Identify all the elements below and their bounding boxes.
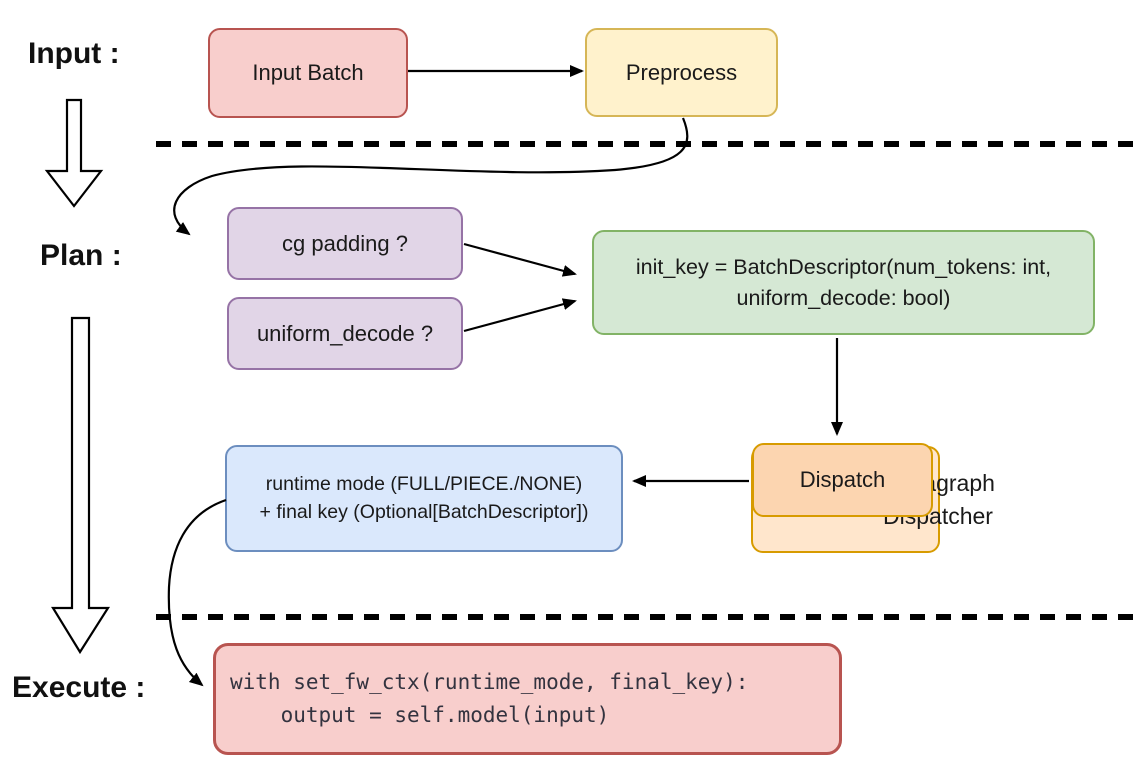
node-preprocess-label: Preprocess — [625, 59, 738, 85]
node-input-batch-label: Input Batch — [252, 60, 364, 86]
hollow-arrow-plan-to-execute — [51, 316, 111, 655]
node-runtime-mode: runtime mode (FULL/PIECE./NONE) + final … — [225, 445, 623, 552]
node-cg-padding-label: cg padding ? — [282, 230, 408, 256]
node-init-key-line1: init_key = BatchDescriptor(num_tokens: i… — [635, 254, 1052, 279]
node-execute-code: with set_fw_ctx(runtime_mode, final_key)… — [213, 643, 842, 755]
node-input-batch: Input Batch — [208, 28, 408, 118]
node-cg-padding: cg padding ? — [227, 207, 463, 280]
node-uniform-decode: uniform_decode ? — [227, 297, 463, 370]
node-dispatch-label: Dispatch — [799, 467, 886, 493]
code-line-2: output = self.model(input) — [230, 703, 610, 727]
node-runtime-line1: runtime mode (FULL/PIECE./NONE) — [265, 472, 583, 495]
stage-label-input: Input : — [28, 37, 120, 70]
stage-label-plan: Plan : — [40, 239, 122, 272]
stage-label-execute: Execute : — [12, 671, 146, 704]
node-init-key-line2: uniform_decode: bool) — [736, 285, 951, 310]
node-init-key: init_key = BatchDescriptor(num_tokens: i… — [592, 230, 1095, 335]
arrow-cgpadding-to-initkey — [463, 242, 577, 277]
code-line-1: with set_fw_ctx(runtime_mode, final_key)… — [230, 670, 749, 695]
node-uniform-decode-label: uniform_decode ? — [256, 320, 434, 346]
node-preprocess: Preprocess — [585, 28, 778, 117]
node-dispatch: Dispatch — [752, 443, 933, 517]
node-runtime-line2: + final key (Optional[BatchDescriptor]) — [259, 500, 589, 523]
arrow-uniformdecode-to-initkey — [463, 298, 577, 333]
hollow-arrow-input-to-plan — [44, 98, 104, 208]
